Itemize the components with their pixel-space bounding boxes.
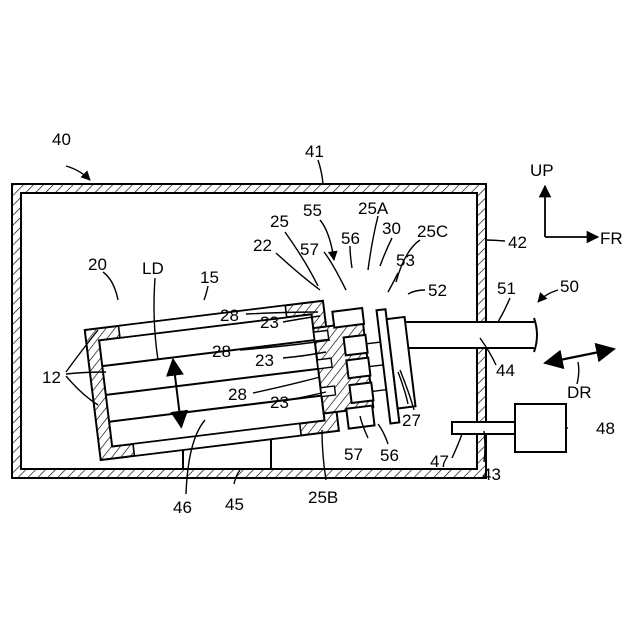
label-47: 47	[430, 452, 449, 471]
label-25C: 25C	[417, 222, 448, 241]
label-45: 45	[225, 495, 244, 514]
label-30: 30	[382, 219, 401, 238]
label-23-a: 23	[260, 313, 279, 332]
label-52: 52	[428, 281, 447, 300]
label-41: 41	[305, 142, 324, 161]
label-28-b: 28	[212, 342, 231, 361]
label-27: 27	[402, 411, 421, 430]
label-56-bottom: 56	[380, 446, 399, 465]
label-12: 12	[42, 368, 61, 387]
label-46: 46	[173, 498, 192, 517]
label-43: 43	[482, 465, 501, 484]
label-57-top: 57	[300, 240, 319, 259]
label-50: 50	[560, 277, 579, 296]
label-15: 15	[200, 268, 219, 287]
direction-dr	[545, 349, 614, 363]
actuator-48	[515, 404, 566, 452]
axis-up-fr	[545, 186, 598, 237]
label-53: 53	[396, 251, 415, 270]
label-55: 55	[303, 201, 322, 220]
output-shaft-51	[404, 318, 537, 352]
label-DR: DR	[567, 383, 592, 402]
label-UP: UP	[530, 161, 554, 180]
label-57-bottom: 57	[344, 445, 363, 464]
label-22: 22	[253, 236, 272, 255]
label-LD: LD	[142, 259, 164, 278]
label-56-top: 56	[341, 229, 360, 248]
label-25B: 25B	[308, 488, 338, 507]
label-42: 42	[508, 233, 527, 252]
label-23-b: 23	[255, 351, 274, 370]
label-51: 51	[497, 279, 516, 298]
label-28-c: 28	[228, 385, 247, 404]
label-FR: FR	[600, 229, 623, 248]
label-23-c: 23	[270, 393, 289, 412]
label-28-a: 28	[220, 306, 239, 325]
label-48: 48	[596, 419, 615, 438]
label-20: 20	[88, 255, 107, 274]
label-40: 40	[52, 130, 71, 149]
label-44: 44	[496, 361, 515, 380]
label-25A: 25A	[358, 199, 389, 218]
label-25: 25	[270, 212, 289, 231]
